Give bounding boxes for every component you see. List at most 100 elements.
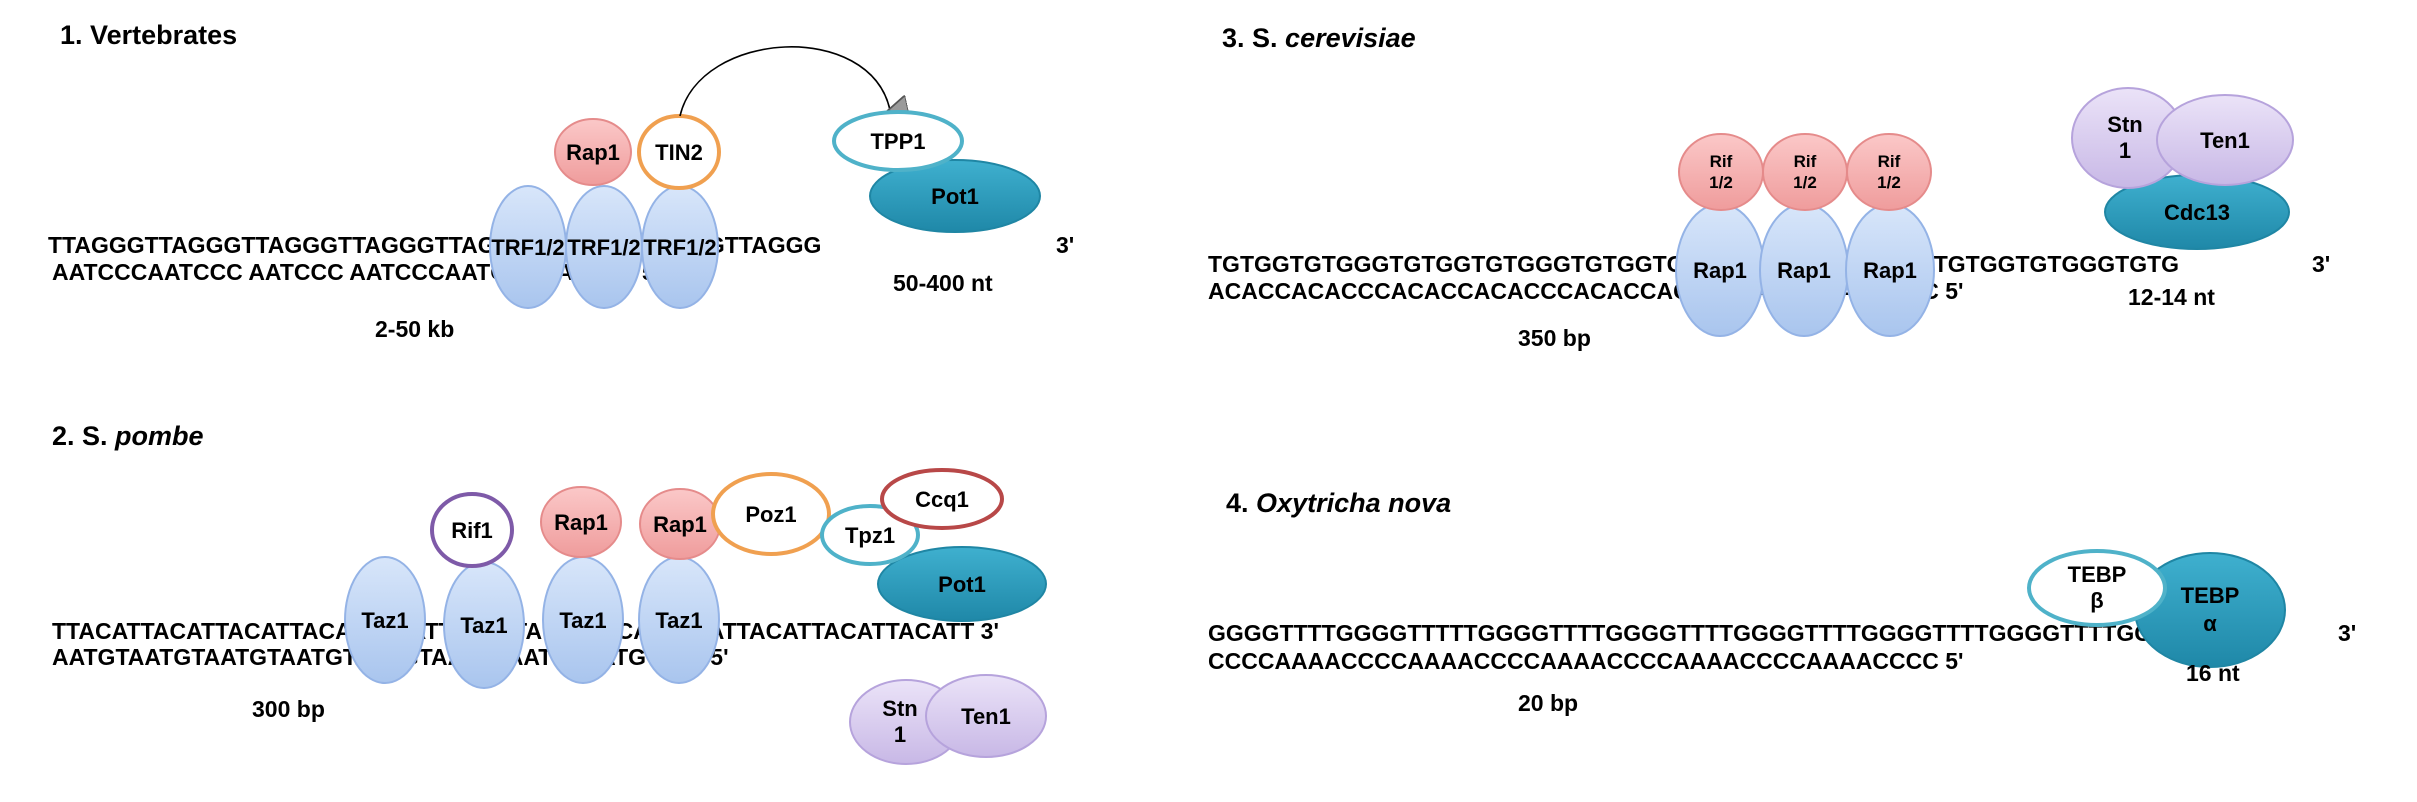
panel-vertebrates: 1. Vertebrates TTAGGGTTAGGGTTAGGGTTAGGGT… — [48, 20, 1074, 342]
protein-label: 1/2 — [1793, 173, 1817, 192]
protein-label: Rap1 — [554, 510, 608, 535]
protein-rif1: Rif1 — [430, 492, 514, 568]
protein-label: Rap1 — [1777, 258, 1831, 283]
protein-rap1: Rap1 — [1675, 203, 1765, 337]
protein-label: Stn — [2107, 112, 2142, 137]
protein-label: TRF1/2 — [567, 235, 640, 260]
protein-cdc13: Cdc13 — [2104, 174, 2290, 250]
protein-label: Taz1 — [361, 608, 408, 633]
ds-length-label: 2-50 kb — [375, 316, 454, 342]
protein-label: Rap1 — [1863, 258, 1917, 283]
panel-oxytricha: 4. Oxytricha nova GGGGTTTTGGGGTTTTTGGGGT… — [1208, 488, 2356, 716]
protein-taz1: Taz1 — [443, 561, 525, 689]
protein-label: Rif — [1878, 152, 1901, 171]
panel-number: 1. — [60, 20, 83, 50]
ds-length-label: 300 bp — [252, 696, 325, 722]
panel-name: Oxytricha nova — [1256, 488, 1451, 518]
protein-label: TEBP — [2181, 583, 2240, 608]
protein-label: Poz1 — [745, 502, 796, 527]
protein-label: TIN2 — [655, 140, 703, 165]
ds-length-label: 350 bp — [1518, 325, 1591, 351]
protein-label: 1/2 — [1709, 173, 1733, 192]
protein-label: 1 — [894, 722, 906, 747]
protein-label: 1 — [2119, 138, 2131, 163]
protein-label: TEBP — [2068, 562, 2127, 587]
protein-rif1-2: Rif 1/2 — [1678, 133, 1764, 211]
protein-stn1: Stn 1 — [2071, 87, 2185, 189]
top-strand-sequence: TTACATTACATTACATTACATTACATTACATTACATTACA… — [52, 618, 999, 644]
protein-label: Taz1 — [460, 613, 507, 638]
protein-tebp-beta: TEBP β — [2027, 549, 2167, 627]
protein-label: Rap1 — [653, 512, 707, 537]
protein-label: Tpz1 — [845, 523, 895, 548]
protein-label: Pot1 — [931, 184, 979, 209]
protein-label: Rif — [1710, 152, 1733, 171]
protein-label: Taz1 — [655, 608, 702, 633]
protein-label: Stn — [882, 696, 917, 721]
protein-label: Taz1 — [559, 608, 606, 633]
protein-tpp1: TPP1 — [832, 110, 964, 172]
protein-taz1: Taz1 — [638, 556, 720, 684]
protein-rif1-2: Rif 1/2 — [1846, 133, 1932, 211]
protein-label: Rif1 — [451, 518, 493, 543]
protein-trf1-2: TRF1/2 — [565, 185, 643, 309]
recruitment-arrow — [679, 46, 890, 116]
protein-label: TPP1 — [870, 129, 925, 154]
ss-length-label: 50-400 nt — [893, 270, 993, 296]
panel-name: pombe — [114, 421, 204, 451]
panel-title: 3. S. cerevisiae — [1222, 23, 1416, 53]
protein-ten1: Ten1 — [2156, 94, 2294, 186]
protein-pot1: Pot1 — [869, 159, 1041, 233]
protein-label: TRF1/2 — [643, 235, 716, 260]
three-prime-label: 3' — [2312, 251, 2330, 277]
protein-label: Rif — [1794, 152, 1817, 171]
three-prime-label: 3' — [2338, 620, 2356, 646]
protein-label: Ten1 — [961, 704, 1011, 729]
top-strand-sequence: GGGGTTTTGGGGTTTTTGGGGTTTTGGGGTTTTGGGGTTT… — [1208, 620, 2188, 646]
protein-rap1: Rap1 — [554, 118, 632, 186]
protein-label: Cdc13 — [2164, 200, 2230, 225]
protein-label: α — [2203, 611, 2217, 636]
protein-poz1: Poz1 — [711, 472, 831, 556]
protein-rap1: Rap1 — [540, 486, 622, 558]
protein-label: β — [2090, 588, 2103, 613]
ss-length-label: 12-14 nt — [2128, 284, 2215, 310]
protein-label: Rap1 — [566, 140, 620, 165]
protein-rap1: Rap1 — [1845, 203, 1935, 337]
panel-number: 2. S. — [52, 421, 108, 451]
protein-label: Ccq1 — [915, 487, 969, 512]
protein-rap1: Rap1 — [639, 488, 721, 560]
protein-label: Pot1 — [938, 572, 986, 597]
protein-rif1-2: Rif 1/2 — [1762, 133, 1848, 211]
ds-length-label: 20 bp — [1518, 690, 1578, 716]
panel-cerevisiae: 3. S. cerevisiae TGTGGTGTGGGTGTGGTGTGGGT… — [1208, 23, 2330, 351]
ss-length-label: 16 nt — [2186, 660, 2240, 686]
protein-trf1-2: TRF1/2 — [489, 185, 567, 309]
protein-ten1: Ten1 — [925, 674, 1047, 758]
panel-number: 4. — [1226, 488, 1249, 518]
protein-ccq1: Ccq1 — [880, 468, 1004, 530]
panel-title: 2. S. pombe — [52, 421, 204, 451]
protein-taz1: Taz1 — [344, 556, 426, 684]
protein-label: TRF1/2 — [491, 235, 564, 260]
protein-tebp-alpha: TEBP α — [2134, 552, 2286, 668]
panel-number: 3. S. — [1222, 23, 1278, 53]
panel-pombe: 2. S. pombe TTACATTACATTACATTACATTACATTA… — [52, 421, 1047, 765]
protein-pot1: Pot1 — [877, 546, 1047, 622]
protein-tin2: TIN2 — [637, 114, 721, 190]
protein-tpz1: Tpz1 — [820, 504, 920, 566]
panel-name: Vertebrates — [90, 20, 237, 50]
protein-label: Ten1 — [2200, 128, 2250, 153]
protein-trf1-2: TRF1/2 — [641, 185, 719, 309]
protein-taz1: Taz1 — [542, 556, 624, 684]
protein-label: Rap1 — [1693, 258, 1747, 283]
panel-title: 4. Oxytricha nova — [1226, 488, 1451, 518]
panel-title: 1. Vertebrates — [60, 20, 237, 50]
three-prime-label: 3' — [1056, 232, 1074, 258]
protein-label: 1/2 — [1877, 173, 1901, 192]
protein-rap1: Rap1 — [1759, 203, 1849, 337]
panel-name: cerevisiae — [1285, 23, 1416, 53]
bottom-strand-sequence: CCCCAAAACCCCAAAACCCCAAAACCCCAAAACCCCAAAA… — [1208, 648, 1964, 674]
